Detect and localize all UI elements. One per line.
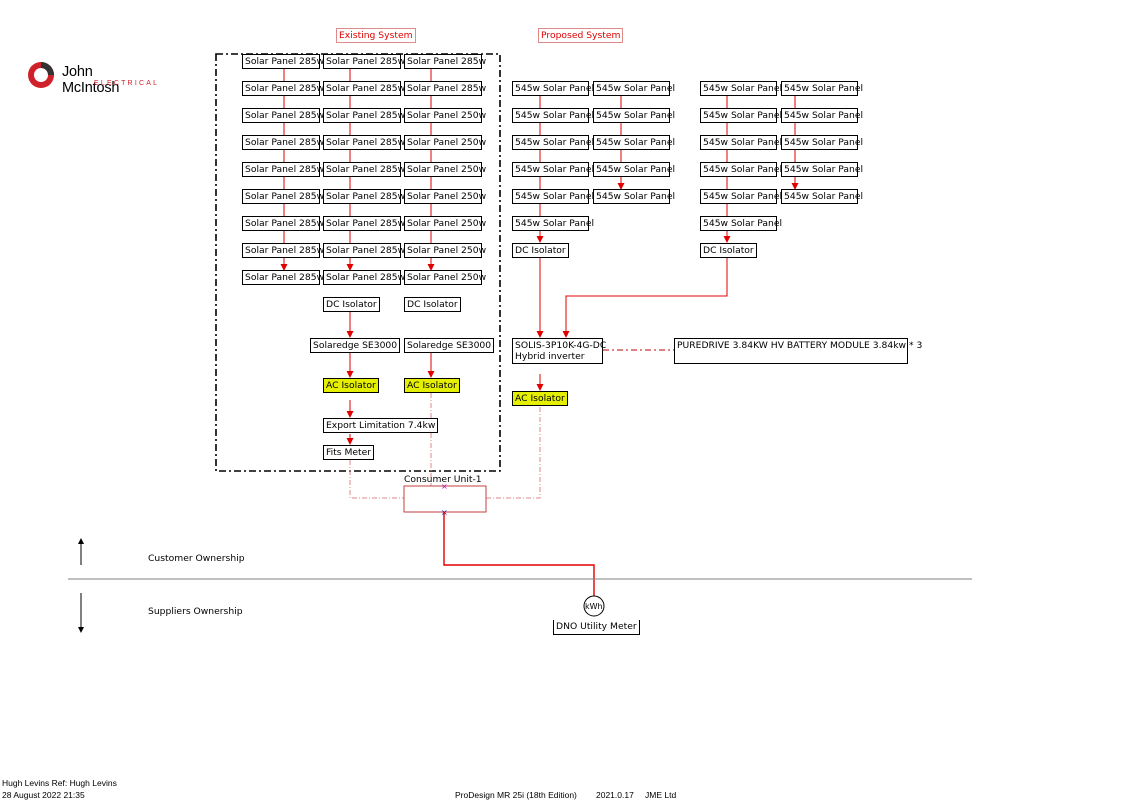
footer-author: Hugh Levins Ref: Hugh Levins xyxy=(2,778,117,788)
existing-solar-panel: Solar Panel 250w xyxy=(404,270,486,285)
proposed-dc-isolator-2-wire xyxy=(562,258,728,338)
export-limitation: Export Limitation 7.4kw xyxy=(323,418,439,433)
proposed-solar-panel: 545w Solar Panel xyxy=(593,162,675,177)
existing-solar-panel: Solar Panel 285w xyxy=(242,243,324,258)
proposed-system-header: Proposed System xyxy=(538,28,624,43)
proposed-solar-panel: 545w Solar Panel xyxy=(700,162,782,177)
inverter-type: Hybrid inverter xyxy=(515,351,585,362)
footer-company: JME Ltd xyxy=(645,790,677,800)
existing-dc-isolator-2: DC Isolator xyxy=(404,297,461,312)
proposed-ac-isolator: AC Isolator xyxy=(512,391,568,406)
existing-solar-panel: Solar Panel 285w xyxy=(323,162,405,177)
existing-dc-isolator-1: DC Isolator xyxy=(323,297,380,312)
meter-icon xyxy=(583,595,605,617)
existing-solar-panel: Solar Panel 250w xyxy=(404,189,486,204)
proposed-solar-panel: 545w Solar Panel xyxy=(700,135,782,150)
existing-solar-panel: Solar Panel 285w xyxy=(323,189,405,204)
proposed-solar-panel: 545w Solar Panel xyxy=(700,108,782,123)
proposed-solar-panel: 545w Solar Panel xyxy=(781,162,863,177)
existing-solar-panel: Solar Panel 250w xyxy=(404,162,486,177)
proposed-solar-panel: 545w Solar Panel xyxy=(700,216,782,231)
proposed-solar-panel: 545w Solar Panel xyxy=(593,189,675,204)
proposed-solar-panel: 545w Solar Panel xyxy=(593,108,675,123)
existing-to-consumer-unit-wire xyxy=(349,460,404,499)
battery-module: PUREDRIVE 3.84KW HV BATTERY MODULE 3.84k… xyxy=(674,338,922,364)
existing-inverter-1: Solaredge SE3000 xyxy=(310,338,401,353)
existing-solar-panel: Solar Panel 285w xyxy=(323,81,405,96)
proposed-solar-panel: 545w Solar Panel xyxy=(781,189,863,204)
existing-solar-panel: Solar Panel 285w xyxy=(323,216,405,231)
existing-system-header: Existing System xyxy=(336,28,416,43)
fits-meter: Fits Meter xyxy=(323,445,375,460)
existing-solar-panel: Solar Panel 285w xyxy=(242,108,324,123)
proposed-solar-panel: 545w Solar Panel xyxy=(593,135,675,150)
proposed-dc-isolator-2: DC Isolator xyxy=(700,243,757,258)
existing-ac-isolator-1: AC Isolator xyxy=(323,378,379,393)
inverter-model: SOLIS-3P10K-4G-DC xyxy=(515,340,607,351)
proposed-solar-panel: 545w Solar Panel xyxy=(512,81,594,96)
existing-solar-panel: Solar Panel 250w xyxy=(404,108,486,123)
proposed-solar-panel: 545w Solar Panel xyxy=(781,135,863,150)
footer-software: ProDesign MR 25i (18th Edition) xyxy=(455,790,577,800)
main-supply-wire xyxy=(443,512,595,598)
proposed-dc-isolator-1: DC Isolator xyxy=(512,243,569,258)
existing-solar-panel: Solar Panel 285w xyxy=(242,162,324,177)
existing-solar-panel: Solar Panel 285w xyxy=(242,216,324,231)
suppliers-ownership-label: Suppliers Ownership xyxy=(148,606,243,617)
existing-solar-panel: Solar Panel 285w xyxy=(242,81,324,96)
existing-solar-panel: Solar Panel 250w xyxy=(404,243,486,258)
existing-solar-panel: Solar Panel 285w xyxy=(404,81,486,96)
proposed-solar-panel: 545w Solar Panel xyxy=(512,189,594,204)
solis-hybrid-inverter: SOLIS-3P10K-4G-DC Hybrid inverter xyxy=(512,338,607,364)
company-name: John McIntosh xyxy=(62,64,120,96)
proposed-solar-panel: 545w Solar Panel xyxy=(700,81,782,96)
meter-symbol: kWh xyxy=(585,602,603,611)
footer-version: 2021.0.17 xyxy=(596,790,634,800)
consumer-unit-box xyxy=(403,485,487,513)
footer-date: 28 August 2022 21:35 xyxy=(2,790,85,800)
proposed-to-consumer-unit-wire xyxy=(486,407,541,499)
existing-solar-panel: Solar Panel 285w xyxy=(404,54,486,69)
proposed-solar-panel: 545w Solar Panel xyxy=(512,108,594,123)
existing-inverter-2: Solaredge SE3000 xyxy=(404,338,495,353)
proposed-solar-panel: 545w Solar Panel xyxy=(512,162,594,177)
proposed-solar-panel: 545w Solar Panel xyxy=(593,81,675,96)
existing-solar-panel: Solar Panel 250w xyxy=(404,135,486,150)
consumer-unit-top-marker: × xyxy=(441,482,448,491)
logo-mark-icon xyxy=(28,62,54,88)
existing-ac-isolator-2: AC Isolator xyxy=(404,378,460,393)
customer-ownership-label: Customer Ownership xyxy=(148,553,245,564)
consumer-unit-label: Consumer Unit-1 xyxy=(404,474,482,485)
existing-solar-panel: Solar Panel 285w xyxy=(242,54,324,69)
dno-utility-meter-label: DNO Utility Meter xyxy=(553,620,640,635)
existing-solar-panel: Solar Panel 285w xyxy=(323,108,405,123)
existing-solar-panel: Solar Panel 285w xyxy=(323,54,405,69)
proposed-solar-panel: 545w Solar Panel xyxy=(512,216,594,231)
proposed-solar-panel: 545w Solar Panel xyxy=(700,189,782,204)
existing-solar-panel: Solar Panel 285w xyxy=(242,135,324,150)
proposed-solar-panel: 545w Solar Panel xyxy=(781,108,863,123)
existing-solar-panel: Solar Panel 285w xyxy=(242,189,324,204)
existing-solar-panel: Solar Panel 285w xyxy=(323,243,405,258)
existing-solar-panel: Solar Panel 250w xyxy=(404,216,486,231)
existing-solar-panel: Solar Panel 285w xyxy=(242,270,324,285)
company-subtitle: ELECTRICAL xyxy=(94,80,160,87)
existing-2-to-consumer-unit-wire xyxy=(430,393,444,487)
proposed-solar-panel: 545w Solar Panel xyxy=(512,135,594,150)
existing-solar-panel: Solar Panel 285w xyxy=(323,270,405,285)
existing-solar-panel: Solar Panel 285w xyxy=(323,135,405,150)
proposed-solar-panel: 545w Solar Panel xyxy=(781,81,863,96)
